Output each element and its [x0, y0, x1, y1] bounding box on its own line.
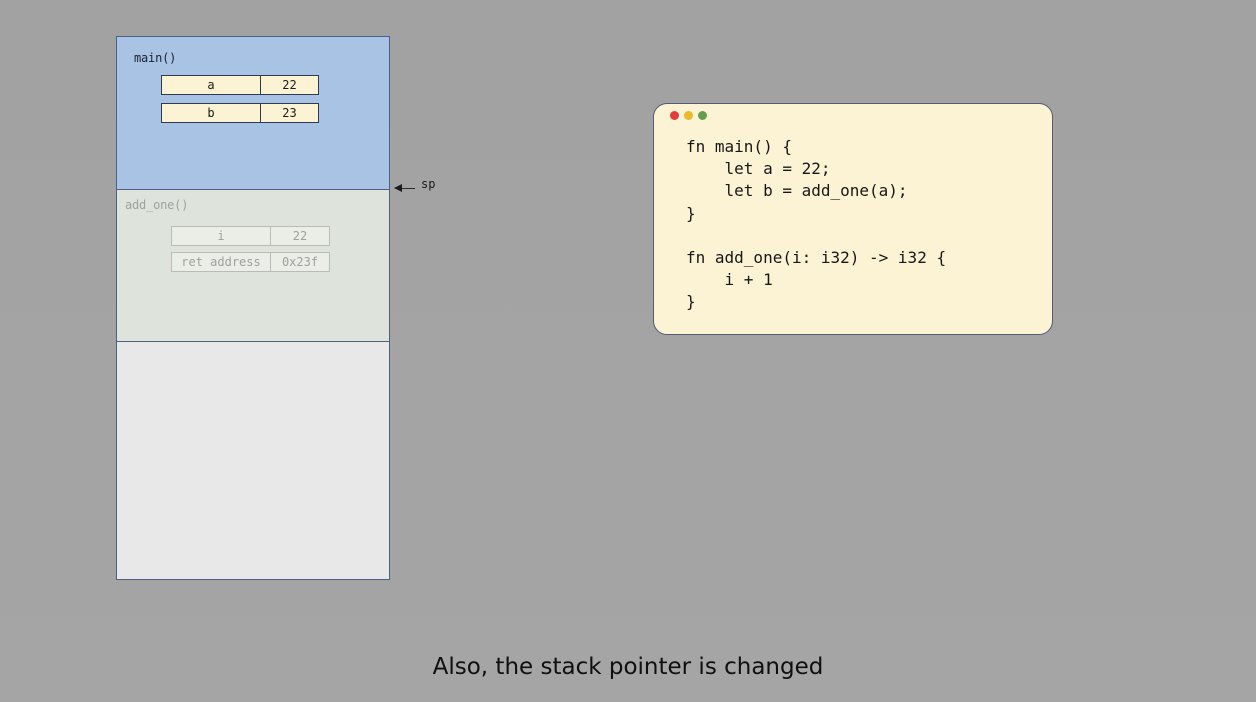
green-window-dot: [698, 111, 707, 120]
red-window-dot: [670, 111, 679, 120]
variable-value: 23: [261, 103, 319, 123]
stack-pointer-label: sp: [421, 177, 436, 191]
code-line: fn main() {: [686, 137, 792, 156]
variable-row-ret-address: ret address 0x23f: [171, 252, 330, 272]
caption-subtitle: Also, the stack pointer is changed: [432, 654, 824, 680]
variable-name: i: [171, 226, 271, 246]
variable-name: b: [161, 103, 261, 123]
stack-frame-add-one: add_one() i 22 ret address 0x23f: [117, 190, 389, 342]
stack-diagram: main() a 22 b 23 add_one() i 22 ret addr…: [116, 36, 390, 580]
variable-name: ret address: [171, 252, 271, 272]
code-line: i + 1: [686, 270, 773, 290]
code-line: }: [686, 292, 696, 312]
variable-row-a: a 22: [161, 75, 319, 95]
stack-frame-main: main() a 22 b 23: [117, 37, 389, 190]
arrow-left-icon: [394, 184, 402, 192]
code-line: let b = add_one(a);: [686, 181, 908, 201]
variable-name: a: [161, 75, 261, 95]
variable-value: 0x23f: [271, 252, 330, 272]
frame-label-main: main(): [134, 51, 177, 65]
code-line: }: [686, 203, 696, 223]
frame-label-add-one: add_one(): [125, 198, 189, 212]
stack-pointer: sp: [394, 177, 444, 194]
stack-pointer-line: [402, 188, 415, 189]
code-line: let a = 22;: [686, 159, 831, 179]
code-block: fn main() { let a = 22; let b = add_one(…: [686, 136, 946, 314]
variable-row-i: i 22: [171, 226, 330, 246]
code-window: fn main() { let a = 22; let b = add_one(…: [653, 103, 1053, 335]
variable-row-b: b 23: [161, 103, 319, 123]
variable-value: 22: [271, 226, 330, 246]
variable-value: 22: [261, 75, 319, 95]
code-line: [686, 225, 946, 247]
code-line: fn add_one(i: i32) -> i32 {: [686, 247, 947, 267]
yellow-window-dot: [684, 111, 693, 120]
